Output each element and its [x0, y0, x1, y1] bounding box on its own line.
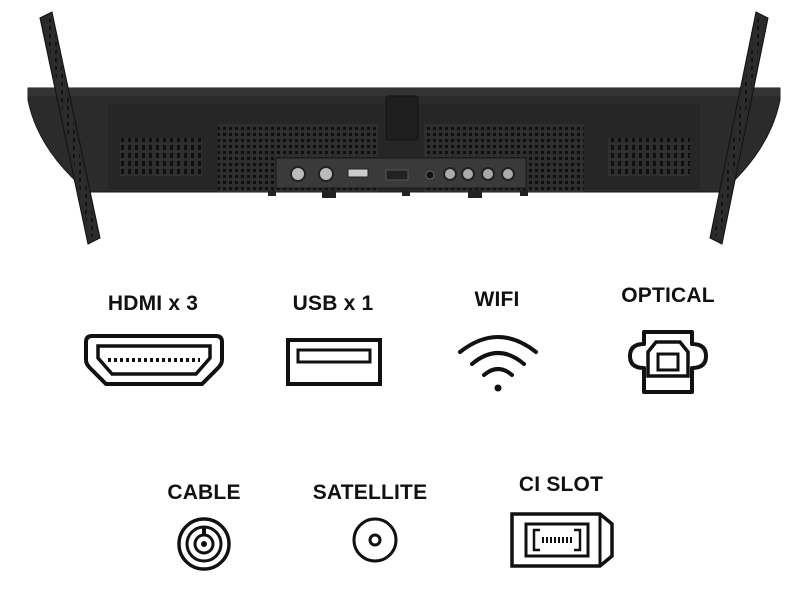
tv-optical-port — [425, 170, 435, 180]
tv-usb-port — [385, 169, 409, 181]
usb-port-icon — [286, 338, 382, 386]
coaxial-port-icon — [177, 517, 231, 571]
right-vent — [608, 138, 690, 176]
tv-av-port-4 — [501, 167, 515, 181]
tv-rear-illustration — [27, 11, 781, 245]
left-stand-leg — [39, 11, 101, 245]
right-stand-leg — [709, 11, 769, 245]
satellite-label: SATELLITE — [312, 481, 428, 504]
cable-label: CABLE — [167, 481, 241, 504]
left-vent — [120, 138, 202, 176]
tv-top-edge — [28, 88, 780, 96]
tv-av-port-3 — [481, 167, 495, 181]
tv-coax-port — [290, 166, 306, 182]
wifi-label: WIFI — [474, 288, 520, 311]
tv-rear-view — [0, 0, 808, 260]
satellite-port-icon — [352, 517, 398, 563]
hdmi-label: HDMI x 3 — [107, 292, 199, 315]
wifi-icon — [458, 335, 538, 392]
ci-card-icon — [510, 512, 614, 568]
hdmi-port-icon — [84, 334, 224, 386]
optical-port-icon — [628, 330, 708, 394]
optical-label: OPTICAL — [621, 284, 715, 307]
tv-hdmi-port — [347, 168, 369, 178]
ci-slot-label: CI SLOT — [518, 473, 604, 496]
center-mount — [385, 95, 419, 141]
tv-av-port-1 — [443, 167, 457, 181]
tv-av-port-2 — [461, 167, 475, 181]
usb-label: USB x 1 — [292, 292, 374, 315]
tv-sat-port — [318, 166, 334, 182]
